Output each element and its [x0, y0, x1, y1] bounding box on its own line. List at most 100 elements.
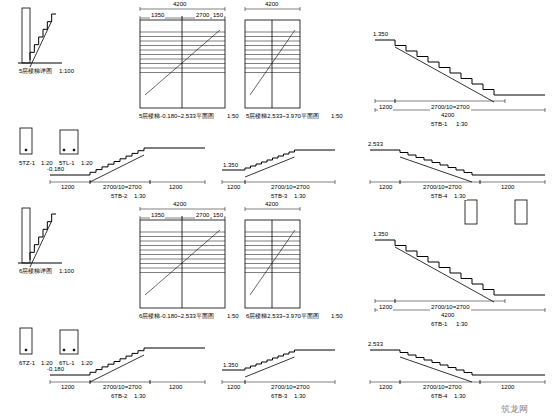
drawing-label: 4200 [440, 312, 455, 319]
drawing-label: 1200 [226, 384, 241, 391]
drawing-label: 5TB-4 [430, 193, 448, 200]
line-work [245, 32, 300, 33]
drawing-label: 6TB-1 [430, 321, 448, 328]
drawing-label: 1200 [378, 384, 393, 391]
line-work [140, 232, 182, 233]
line-work [90, 182, 150, 183]
drawing-label: 1200 [378, 104, 393, 111]
drawing-label: 1350 [150, 12, 165, 19]
line-work [140, 7, 141, 11]
line-work [182, 272, 225, 273]
line-work [90, 180, 91, 184]
stair-steps [90, 348, 150, 375]
line-work [300, 7, 301, 11]
stair-steps [30, 14, 56, 60]
drawing-label: 2700/10=2700 [102, 184, 143, 191]
line-work [395, 99, 396, 103]
rebar-dot [73, 149, 75, 151]
line-work [182, 41, 225, 42]
drawing-label: 4200 [172, 201, 187, 208]
drawing-label: 4200 [264, 201, 279, 208]
line-work [150, 182, 205, 183]
line-work [30, 21, 52, 67]
line-work [150, 382, 205, 383]
line-work [375, 299, 376, 303]
line-work [505, 99, 506, 103]
line-work [245, 54, 300, 55]
line-work [300, 350, 335, 351]
outline-rect [465, 200, 477, 224]
line-work [395, 299, 396, 303]
stair-steps [395, 40, 505, 95]
stair-steps [30, 214, 56, 260]
outline-rect [20, 328, 32, 354]
drawing-label: 6层楼梯详图 [18, 268, 53, 275]
line-work [182, 254, 225, 255]
drawing-label: 150 [212, 212, 224, 219]
drawing-label: 6层楼梯2.533~3.970平面图 [245, 313, 320, 320]
line-work [182, 20, 183, 108]
line-work [225, 7, 226, 11]
line-work [140, 209, 225, 210]
line-work [140, 45, 182, 46]
line-work [245, 68, 300, 69]
outline-rect [140, 220, 225, 308]
drawing-label: 5TB-2 [110, 193, 128, 200]
drawing-label: 1:30 [453, 393, 467, 400]
line-work [145, 230, 220, 295]
line-work [50, 175, 90, 176]
drawing-label: 1200 [378, 184, 393, 191]
line-work [182, 68, 225, 69]
line-work [90, 155, 144, 182]
drawing-label: 5层楼梯详图 [18, 68, 53, 75]
line-work [250, 230, 295, 295]
line-work [335, 180, 336, 184]
line-work [182, 268, 225, 269]
line-work [505, 299, 506, 303]
drawing-label: 1:30 [455, 321, 469, 328]
line-work [50, 375, 90, 376]
line-work [480, 182, 545, 183]
drawing-label: 1.350 [222, 162, 239, 169]
line-work [400, 182, 480, 183]
line-work [545, 180, 546, 184]
drawing-label: 2700 [195, 212, 210, 219]
line-work [90, 380, 91, 384]
drawing-label: 5TB-3 [270, 193, 288, 200]
line-work [395, 47, 494, 102]
drawing-label: 2700/10=2700 [102, 384, 143, 391]
line-work [18, 262, 62, 263]
drawing-label: 1:30 [453, 193, 467, 200]
line-work [245, 241, 300, 242]
drawing-label: 1:30 [455, 121, 469, 128]
line-work [182, 259, 225, 260]
line-work [140, 272, 182, 273]
drawing-label: 1:30 [133, 393, 147, 400]
rebar-dot [73, 349, 75, 351]
outline-rect [515, 200, 527, 224]
line-work [50, 380, 51, 384]
drawing-label: 1:50 [330, 313, 344, 320]
line-work [375, 240, 395, 241]
line-work [505, 295, 545, 296]
drawing-label: 1350 [150, 212, 165, 219]
line-work [222, 382, 245, 383]
line-work [395, 247, 494, 302]
drawing-label: 1:100 [58, 268, 75, 275]
line-work [140, 59, 182, 60]
line-work [300, 207, 301, 211]
drawing-label: 2700 [195, 12, 210, 19]
line-work [245, 263, 300, 264]
line-work [480, 375, 545, 376]
line-work [245, 232, 300, 233]
line-work [182, 216, 183, 220]
line-work [225, 216, 226, 220]
drawing-label: 150 [212, 12, 224, 19]
line-work [245, 157, 295, 177]
line-work [140, 216, 141, 220]
drawing-label: 6TB-3 [270, 393, 288, 400]
line-work [225, 16, 226, 20]
drawing-label: 1.350 [372, 231, 389, 238]
drawing-label: 1200 [60, 384, 75, 391]
line-work [30, 221, 52, 267]
